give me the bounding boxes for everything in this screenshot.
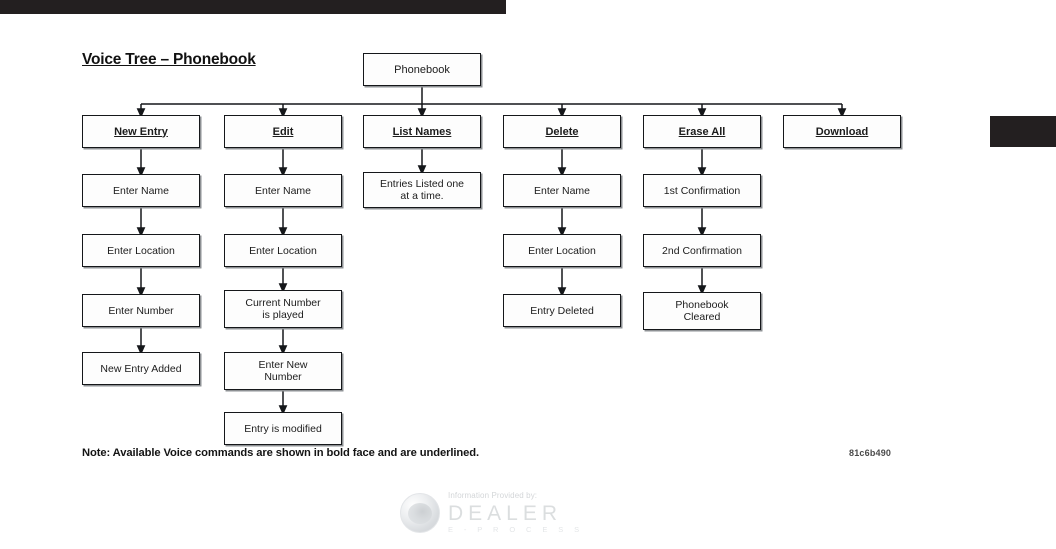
node-delete-s1: Enter Name — [503, 174, 621, 207]
node-label: Enter Name — [533, 184, 591, 197]
footer-watermark: Information Provided by: DEALER E - P R … — [400, 487, 660, 539]
page-title: Voice Tree – Phonebook — [82, 51, 256, 68]
node-label: 2nd Confirmation — [662, 244, 742, 257]
node-label: Edit — [272, 125, 294, 138]
node-edit-s1: Enter Name — [224, 174, 342, 207]
node-label: Download — [815, 125, 869, 138]
node-label: Phonebook — [394, 63, 450, 76]
node-label: List Names — [392, 125, 452, 138]
node-label: New Entry — [114, 125, 168, 138]
node-delete-s3: Entry Deleted — [503, 294, 621, 327]
node-new-entry-s2: Enter Location — [82, 234, 200, 267]
node-label: Enter Number — [108, 304, 174, 317]
node-erase-all-s1: 1st Confirmation — [643, 174, 761, 207]
right-scan-bar — [990, 116, 1056, 147]
node-new-entry-s1: Enter Name — [82, 174, 200, 207]
node-edit-cmd: Edit — [224, 115, 342, 148]
figure-code: 81c6b490 — [849, 448, 892, 458]
watermark-provided-by: Information Provided by: — [448, 491, 538, 501]
watermark-tagline: E - P R O C E S S — [448, 525, 584, 535]
node-download-cmd: Download — [783, 115, 901, 148]
node-root: Phonebook — [363, 53, 481, 86]
node-new-entry-s4: New Entry Added — [82, 352, 200, 385]
node-label: Erase All — [678, 125, 726, 138]
globe-icon — [400, 493, 440, 533]
node-edit-s2: Enter Location — [224, 234, 342, 267]
note-text: Note: Available Voice commands are shown… — [82, 447, 479, 459]
watermark-brand: DEALER — [448, 502, 563, 526]
node-new-entry-s3: Enter Number — [82, 294, 200, 327]
node-label: Entry is modified — [244, 422, 322, 435]
top-scan-bar — [0, 0, 506, 14]
node-list-names-cmd: List Names — [363, 115, 481, 148]
node-label: Enter Name — [254, 184, 312, 197]
node-erase-all-s2: 2nd Confirmation — [643, 234, 761, 267]
node-label: Entry Deleted — [530, 304, 594, 317]
node-label: 1st Confirmation — [663, 184, 741, 197]
node-edit-s5: Entry is modified — [224, 412, 342, 445]
node-label: New Entry Added — [100, 362, 182, 375]
watermark-text-block: Information Provided by: DEALER E - P R … — [448, 492, 584, 534]
node-label: Delete — [545, 125, 579, 138]
node-new-entry-cmd: New Entry — [82, 115, 200, 148]
node-label: Enter Name — [112, 184, 170, 197]
node-label: Enter Location — [249, 244, 317, 257]
node-label: Enter Location — [528, 244, 596, 257]
node-delete-cmd: Delete — [503, 115, 621, 148]
node-erase-all-cmd: Erase All — [643, 115, 761, 148]
node-label: Enter Location — [107, 244, 175, 257]
node-delete-s2: Enter Location — [503, 234, 621, 267]
